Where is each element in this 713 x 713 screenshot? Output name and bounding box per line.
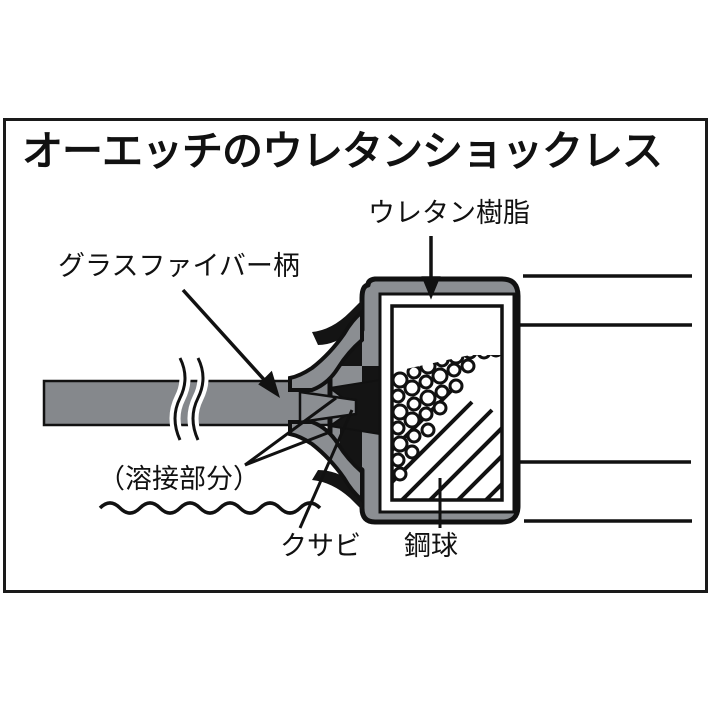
- label-urethane-resin: ウレタン樹脂: [368, 198, 530, 229]
- leader-glass-fiber: [181, 288, 281, 398]
- weld-wavy-underline: [98, 501, 322, 515]
- leader-wedge: [298, 409, 354, 529]
- page-title: オーエッチのウレタンショックレス: [22, 127, 663, 175]
- label-glass-fiber-handle: グラスファイバー柄: [58, 251, 300, 282]
- label-wedge: クサビ: [280, 531, 361, 562]
- label-welded-portion: （溶接部分）: [98, 464, 260, 495]
- handle-break-squiggle-outline: [173, 357, 205, 441]
- neck-flare-outline: [288, 307, 364, 505]
- leader-welded-portion: [244, 396, 337, 467]
- label-steel-ball: 鋼球: [404, 531, 458, 562]
- right-callout-lines: [520, 274, 692, 523]
- leader-urethane-resin: [421, 236, 441, 300]
